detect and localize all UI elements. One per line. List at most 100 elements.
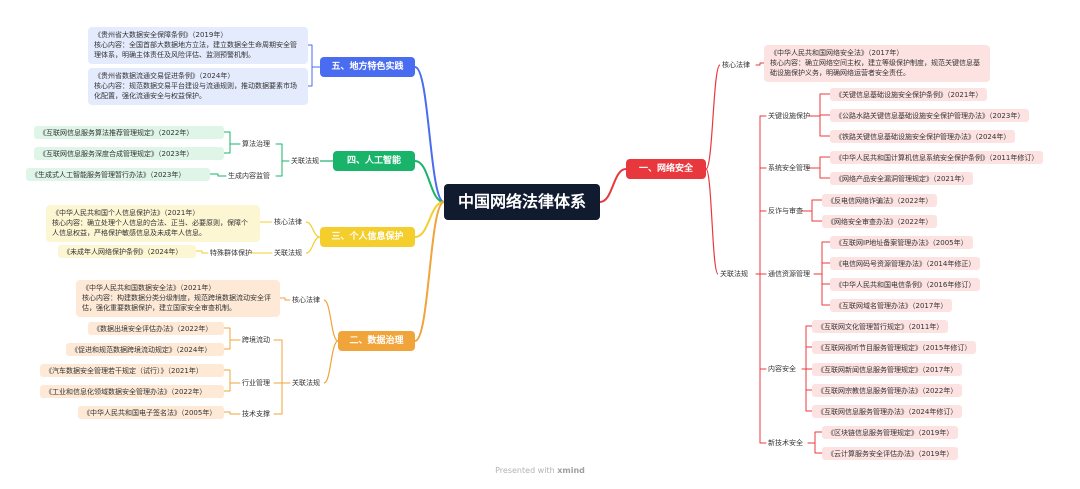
pi-group-item[interactable]: 《未成年人网络保护条例》（2024年）	[58, 245, 196, 258]
dg-industry-item[interactable]: 《工业和信息化领域数据安全管理办法》（2022年）	[40, 385, 224, 398]
net-tech-label[interactable]: 新技术安全	[768, 439, 803, 447]
connector-line	[755, 62, 765, 66]
dg-core-law-content: 核心内容：构建数据分类分级制度，规范跨境数据流动安全评估，强化重要数据保护，建立…	[82, 294, 271, 312]
local-card-title: 《贵州省数据流通交易促进条例》（2024年）	[94, 72, 235, 80]
connector-line	[599, 168, 627, 203]
topic-local-practice[interactable]: 五、地方特色实践	[320, 57, 415, 77]
footer-attribution: Presented with xmind	[0, 466, 1080, 475]
net-fraud-label[interactable]: 反诈与审查	[768, 207, 803, 215]
connector-line	[275, 143, 290, 177]
net-cii-item[interactable]: 《公路水路关键信息基础设施安全保护管理办法》（2023年）	[830, 109, 1030, 122]
local-card-content: 核心内容：规范数据交易平台建设与流通规则，推动数据要素市场化配置，强化流通安全与…	[94, 82, 297, 100]
connector-line	[807, 93, 831, 137]
net-tech-item[interactable]: 《云计算服务安全评估办法》（2019年）	[822, 447, 959, 460]
dg-cross-label[interactable]: 跨境流动	[242, 336, 270, 344]
net-fraud-item[interactable]: 《网络安全审查办法》（2022年）	[822, 215, 938, 228]
net-telecom-item[interactable]: 《互联网IP地址备案管理办法》（2005年）	[830, 236, 973, 249]
net-telecom-item[interactable]: 《电信网码号资源管理办法》（2014年修正）	[830, 257, 981, 270]
connector-line	[414, 160, 445, 203]
connector-line	[279, 297, 291, 301]
net-fraud-item[interactable]: 《反电信网络诈骗法》（2022年）	[822, 194, 938, 207]
local-card-title: 《贵州省大数据安全保障条例》（2019年）	[94, 31, 228, 39]
connector-line	[223, 369, 241, 392]
topic-ai[interactable]: 四、人工智能	[333, 151, 415, 171]
ai-algo-item[interactable]: 《互联网信息服务深度合成管理规定》（2023年）	[34, 147, 224, 160]
pi-group-label[interactable]: 特殊群体保护	[210, 249, 252, 257]
xmind-logo: xmind	[557, 466, 585, 475]
footer-prefix: Presented with	[495, 466, 555, 475]
local-card-2[interactable]: 《贵州省数据流通交易促进条例》（2024年） 核心内容：规范数据交易平台建设与流…	[88, 68, 308, 105]
dg-industry-label[interactable]: 行业管理	[242, 379, 270, 387]
connector-line	[323, 340, 339, 384]
dg-core-law-label[interactable]: 核心法律	[292, 296, 320, 304]
net-sys-item[interactable]: 《中华人民共和国计算机信息系统安全保护条例》（2011年修订）	[830, 151, 1044, 164]
ai-algo-item[interactable]: 《互联网信息服务算法推荐管理规定》（2022年）	[34, 126, 224, 139]
net-content-item[interactable]: 《互联网文化管理暂行规定》（2011年）	[812, 320, 949, 333]
net-core-law-card[interactable]: 《中华人民共和国网络安全法》（2017年） 核心内容：确立网络空间主权，建立等级…	[764, 45, 990, 82]
topic-data-governance[interactable]: 二、数据治理	[338, 331, 415, 351]
net-telecom-item[interactable]: 《互联网域名管理办法》（2017年）	[830, 299, 953, 312]
connector-line	[705, 64, 721, 170]
connector-line	[223, 131, 241, 154]
dg-industry-item[interactable]: 《汽车数据安全管理若干规定（试行）》（2021年）	[40, 364, 224, 377]
dg-support-item[interactable]: 《中华人民共和国电子签名法》（2005年）	[78, 406, 224, 419]
connector-line	[223, 327, 241, 350]
net-cii-label[interactable]: 关键设施保护	[768, 112, 810, 120]
net-content-item[interactable]: 《互联网信息服务管理办法》（2024年修订）	[812, 405, 963, 418]
topic-network-security[interactable]: 一、网络安全	[626, 159, 706, 179]
dg-cross-item[interactable]: 《促进和规范数据跨境流动规定》（2024年）	[66, 343, 224, 356]
dg-core-law-title: 《中华人民共和国数据安全法》（2021年）	[82, 284, 216, 292]
connector-line	[223, 411, 241, 415]
net-content-item[interactable]: 《互联网新闻信息服务管理规定》（2017年）	[812, 363, 963, 376]
net-telecom-item[interactable]: 《中华人民共和国电信条例》（2016年修订）	[830, 278, 981, 291]
ai-algo-label[interactable]: 算法治理	[242, 140, 270, 148]
connector-line	[801, 325, 813, 412]
connector-line	[209, 173, 227, 177]
ai-gen-label[interactable]: 生成内容监管	[228, 172, 270, 180]
local-card-1[interactable]: 《贵州省大数据安全保障条例》（2019年） 核心内容：全国首部大数据地方立法，建…	[88, 27, 308, 64]
net-sys-label[interactable]: 系统安全管理	[768, 164, 810, 172]
pi-core-law-card[interactable]: 《中华人民共和国个人信息保护法》（2021年） 核心内容：确立处理个人信息的合法…	[46, 205, 260, 242]
net-sys-item[interactable]: 《网络产品安全漏洞管理规定》（2021年）	[830, 172, 974, 185]
net-core-law-label[interactable]: 核心法律	[722, 61, 750, 69]
connector-line	[801, 199, 823, 222]
connector-line	[305, 236, 321, 254]
net-cii-item[interactable]: 《关键信息基础设施安全保护条例》（2021年）	[830, 88, 988, 101]
net-telecom-label[interactable]: 通信资源管理	[768, 270, 810, 278]
connector-line	[414, 66, 445, 203]
net-content-label[interactable]: 内容安全	[768, 365, 796, 373]
connector-line	[307, 44, 321, 87]
ai-related-label[interactable]: 关联法规	[291, 157, 319, 165]
net-content-item[interactable]: 《互联网视听节目服务管理规定》（2015年修订）	[812, 341, 977, 354]
pi-core-law-title: 《中华人民共和国个人信息保护法》（2021年）	[52, 209, 200, 217]
ai-gen-item[interactable]: 《生成式人工智能服务管理暂行办法》（2023年）	[26, 168, 210, 181]
net-related-label[interactable]: 关联法规	[720, 270, 748, 278]
dg-support-label[interactable]: 技术支撑	[242, 410, 270, 418]
topic-personal-info[interactable]: 三、个人信息保护	[320, 227, 415, 247]
dg-related-label[interactable]: 关联法规	[292, 379, 320, 387]
net-core-law-content: 核心内容：确立网络空间主权，建立等级保护制度，规范关键信息基础设施保护义务，明确…	[770, 59, 980, 77]
connector-line	[807, 156, 831, 179]
connector-line	[305, 221, 321, 238]
pi-core-law-label[interactable]: 核心法律	[274, 218, 302, 226]
net-core-law-title: 《中华人民共和国网络安全法》（2017年）	[770, 49, 904, 57]
net-tech-item[interactable]: 《区块链信息服务管理规定》（2019年）	[822, 426, 959, 439]
connector-line	[807, 431, 823, 454]
connector-line	[755, 115, 767, 444]
root-topic[interactable]: 中国网络法律体系	[444, 184, 600, 220]
pi-core-law-content: 核心内容：确立处理个人信息的合法、正当、必要原则，保障个人信息权益，严格保护敏感…	[52, 219, 248, 237]
connector-line	[414, 201, 445, 342]
connector-line	[273, 339, 291, 415]
connector-line	[705, 168, 719, 275]
net-content-item[interactable]: 《互联网宗教信息服务管理办法》（2022年）	[812, 384, 963, 397]
connector-line	[323, 299, 339, 342]
local-card-content: 核心内容：全国首部大数据地方立法，建立数据全生命周期安全管理体系，明确主体责任及…	[94, 41, 297, 59]
net-cii-item[interactable]: 《铁路关键信息基础设施安全保护管理办法》（2024年）	[830, 130, 1016, 143]
connector-line	[195, 250, 209, 254]
connector-line	[813, 241, 831, 306]
pi-related-label[interactable]: 关联法规	[274, 249, 302, 257]
dg-cross-item[interactable]: 《数据出境安全评估办法》（2022年）	[88, 322, 224, 335]
dg-core-law-card[interactable]: 《中华人民共和国数据安全法》（2021年） 核心内容：构建数据分类分级制度，规范…	[76, 280, 280, 317]
